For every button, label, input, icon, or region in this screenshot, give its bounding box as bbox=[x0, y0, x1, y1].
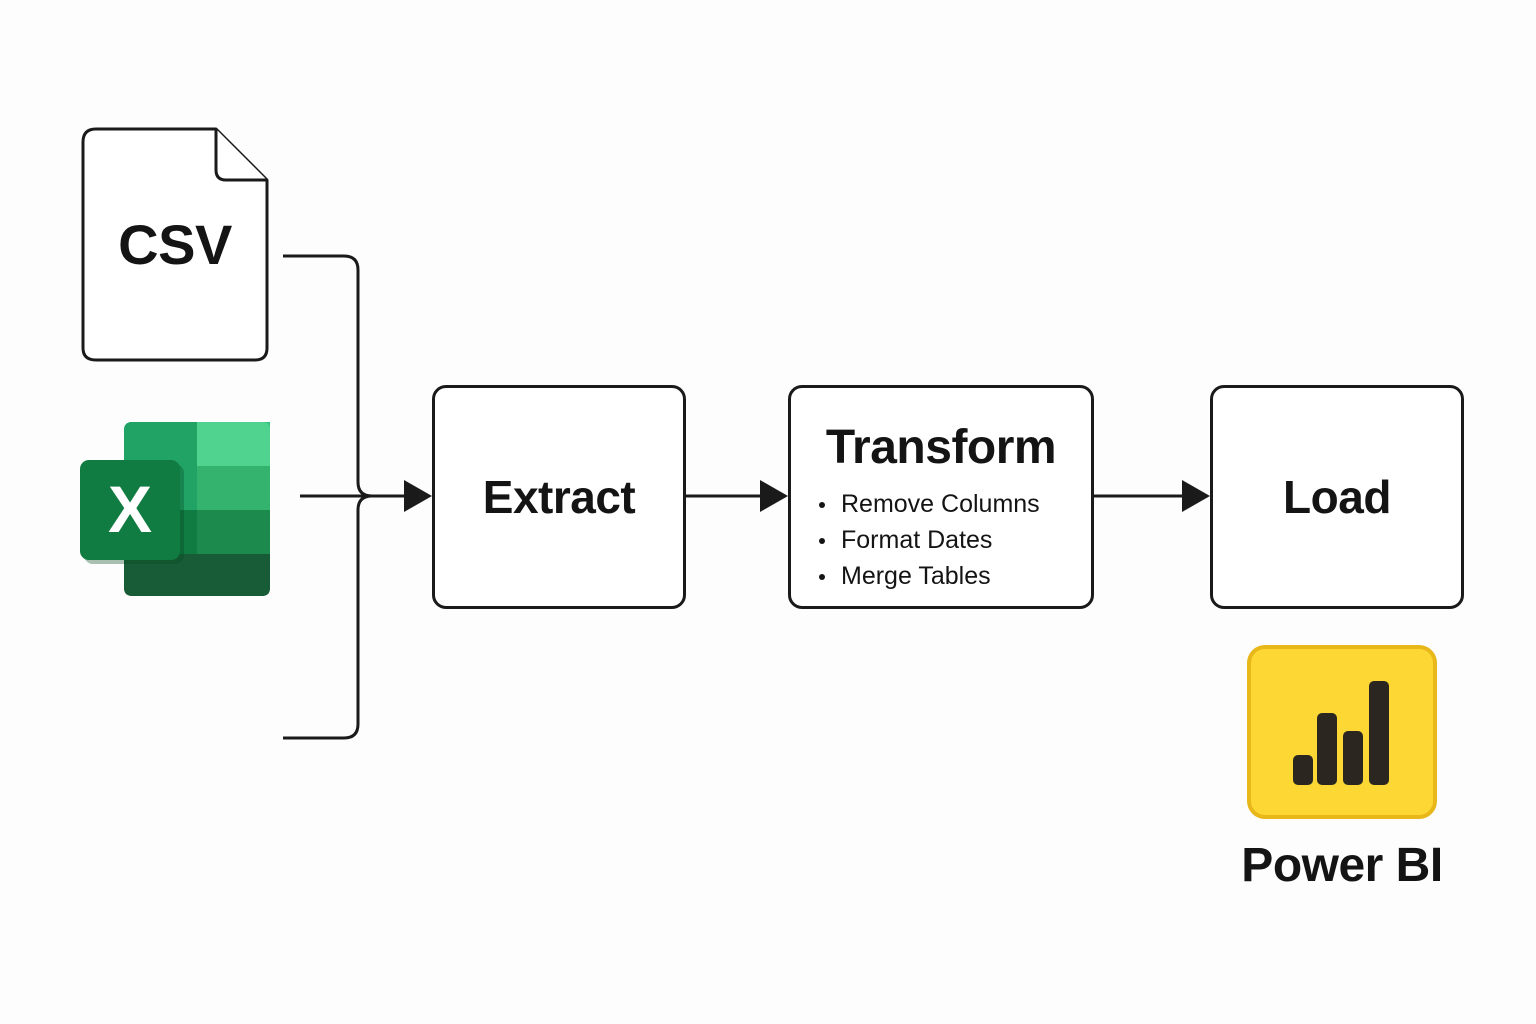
transform-step: Transform Remove Columns Format Dates Me… bbox=[788, 385, 1094, 609]
power-bi-icon bbox=[1247, 645, 1437, 819]
transform-operation: Remove Columns bbox=[819, 486, 1040, 522]
connector-csv bbox=[283, 254, 382, 498]
power-bi-label: Power BI bbox=[1241, 839, 1443, 892]
csv-label: CSV bbox=[118, 213, 232, 276]
transform-operations: Remove Columns Format Dates Merge Tables bbox=[791, 486, 1040, 594]
transform-operation: Format Dates bbox=[819, 522, 1040, 558]
arrowhead-transform bbox=[760, 480, 788, 512]
csv-file-icon bbox=[81, 127, 269, 362]
extract-title: Extract bbox=[482, 471, 636, 523]
excel-letter: X bbox=[108, 472, 152, 546]
arrowhead-load bbox=[1182, 480, 1210, 512]
excel-icon: X bbox=[80, 422, 270, 596]
load-title: Load bbox=[1283, 471, 1391, 523]
extract-step: Extract bbox=[432, 385, 686, 609]
connector-bottom-source bbox=[283, 494, 382, 740]
load-step: Load bbox=[1210, 385, 1464, 609]
arrowhead-extract bbox=[404, 480, 432, 512]
transform-title: Transform bbox=[825, 421, 1057, 474]
transform-operation: Merge Tables bbox=[819, 558, 1040, 594]
